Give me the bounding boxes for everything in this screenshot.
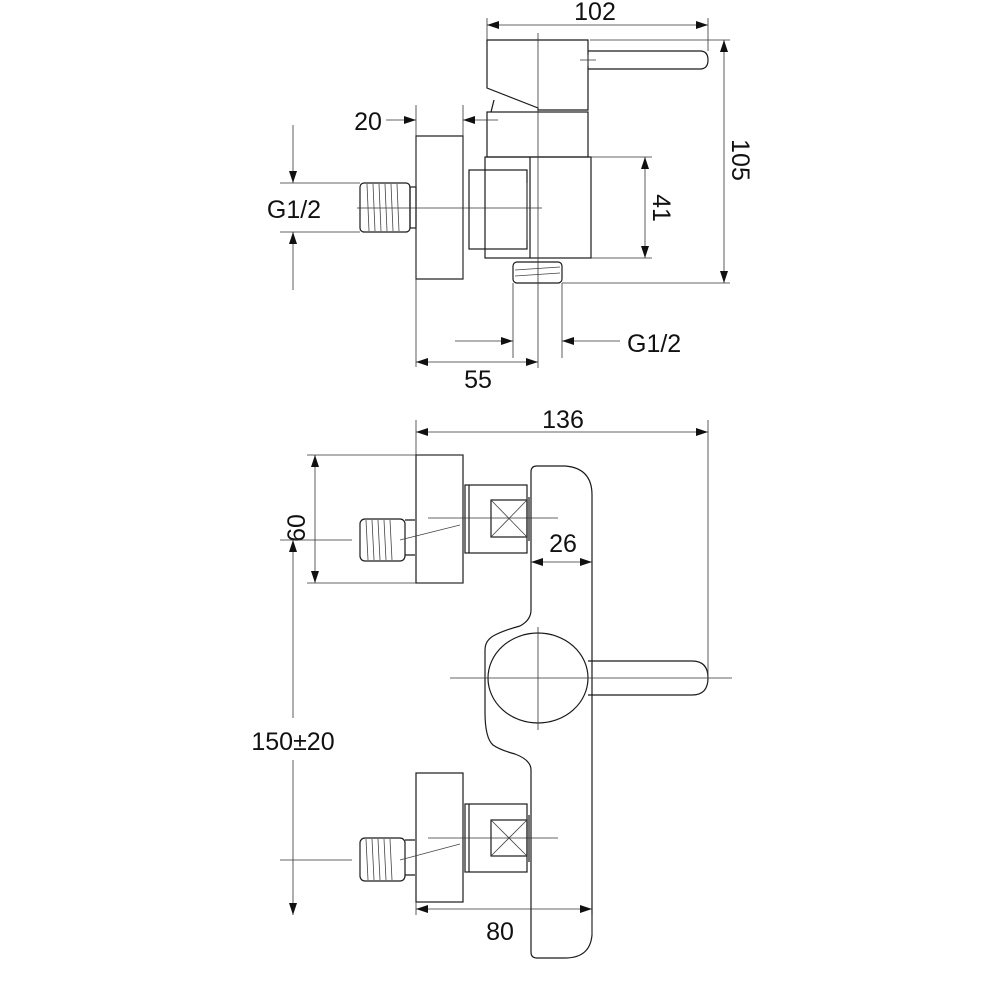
dim-outlet-thread-label: G1/2 <box>627 330 681 358</box>
lower-inlet-thread <box>359 837 406 882</box>
outlet-thread <box>512 261 563 284</box>
lever-handle-side <box>588 50 709 70</box>
side-view: 102 105 41 20 G1/2 <box>267 0 754 394</box>
dim-102-label: 102 <box>574 0 616 26</box>
dim-105-label: 105 <box>726 139 754 181</box>
dim-26: 26 <box>531 530 592 566</box>
dim-20: 20 <box>354 105 498 367</box>
dim-55: 55 <box>416 358 538 394</box>
dim-60-label: 60 <box>283 514 311 542</box>
dim-60: 60 <box>283 454 463 584</box>
wall-plate <box>415 135 464 280</box>
inlet-thread-lines <box>366 183 400 232</box>
dim-80: 80 <box>415 902 593 946</box>
dim-80-label: 80 <box>486 918 514 946</box>
dim-136-label: 136 <box>542 406 584 434</box>
front-view-body <box>359 454 732 959</box>
dim-41: 41 <box>591 156 675 259</box>
dim-20-label: 20 <box>354 108 382 136</box>
dim-105: 105 <box>562 39 754 284</box>
square-fitting <box>468 169 528 250</box>
dim-102: 102 <box>486 0 709 51</box>
dim-inlet-thread: G1/2 <box>267 125 360 290</box>
dim-150: 150±20 <box>251 539 352 915</box>
dim-150-label: 150±20 <box>251 728 334 756</box>
dim-outlet-thread: G1/2 <box>455 330 681 358</box>
upper-inlet-thread <box>359 518 406 562</box>
dim-26-label: 26 <box>549 530 577 558</box>
lower-wall-plate <box>415 772 464 903</box>
dim-136: 136 <box>415 406 709 678</box>
upper-wall-plate <box>415 454 464 584</box>
upper-square <box>490 499 528 538</box>
dim-inlet-thread-label: G1/2 <box>267 196 321 224</box>
dim-55-label: 55 <box>464 366 492 394</box>
dim-41-label: 41 <box>647 194 675 222</box>
front-view: 136 60 26 150±20 80 <box>251 406 732 959</box>
